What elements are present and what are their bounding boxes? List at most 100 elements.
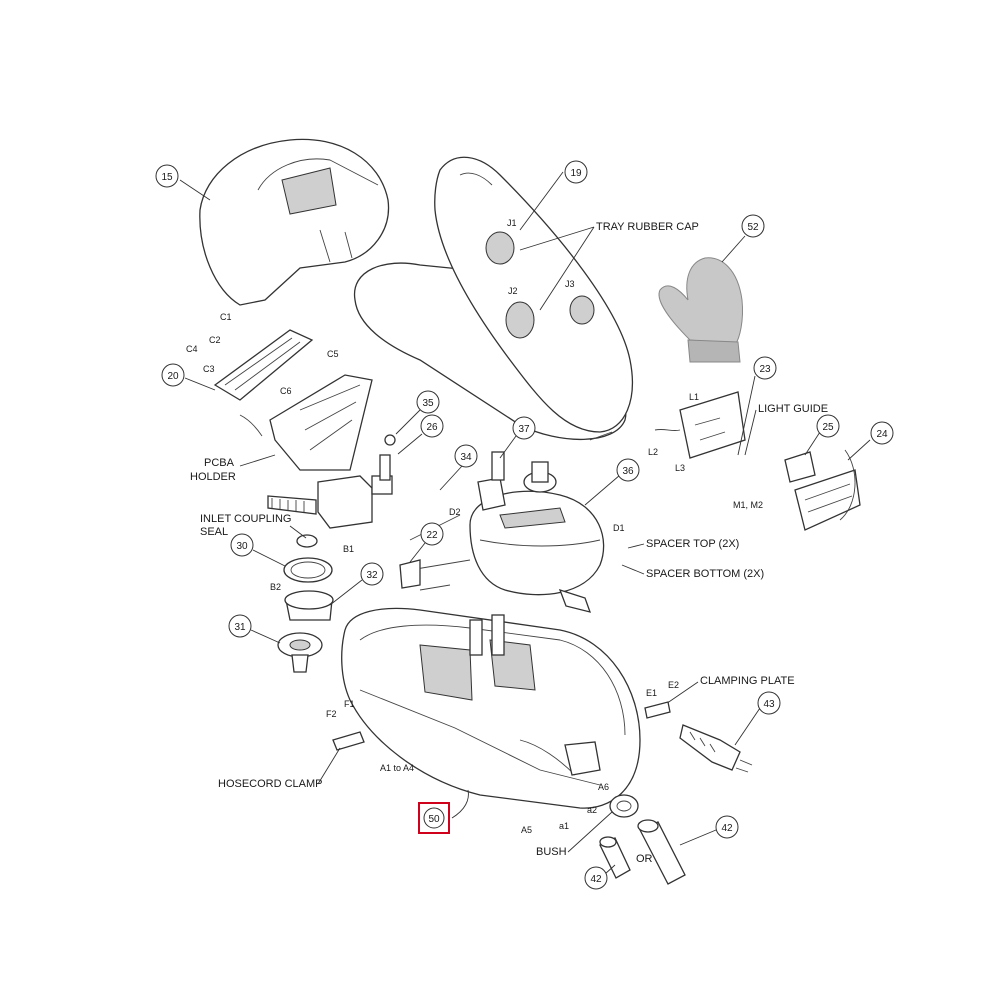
lead-20 [184,377,216,391]
callout-50-text: 50 [428,814,440,825]
screw-d2: D2 [449,507,461,517]
lead-pcba-holder [239,454,276,467]
lead-bush [567,811,613,853]
part-42-hose-end-a [599,836,631,879]
callout-15-text: 15 [161,172,173,183]
callout-43-text: 43 [763,699,775,710]
callout-30 [230,533,254,557]
part-15-top-cover [199,138,390,306]
callout-34-text: 34 [460,452,472,463]
callout-19-text: 19 [570,168,582,179]
lead-32 [329,579,363,606]
part-52-glove [658,257,743,363]
screw-l2: L2 [648,447,658,457]
callout-25-text: 25 [822,422,834,433]
callout-37-text: 37 [518,424,530,435]
lead-inlet-coupling [289,525,307,539]
part-43-power-plug [679,724,753,773]
callout-32 [360,562,384,586]
label-holder: HOLDER [190,471,236,483]
screw-a5: A5 [521,825,532,835]
label-spacer-top: SPACER TOP (2X) [646,538,739,550]
screw-c3: C3 [203,364,215,374]
screw-j3: J3 [565,279,575,289]
hosecord-clamp-part [332,731,365,751]
part-36-boiler [399,451,605,613]
label-seal: SEAL [200,526,228,538]
callout-22 [420,522,444,546]
screw-c4: C4 [186,344,198,354]
part-inlet-coupling [277,534,334,673]
pump-inlet-coil [267,495,317,515]
screw-j2: J2 [508,286,518,296]
screw-a1toa4: A1 to A4 [380,763,414,773]
lead-43 [734,707,761,746]
lead-42a [604,864,616,875]
part-37-valve [477,477,506,511]
screw-c2: C2 [209,335,221,345]
part-pump-assembly [267,434,396,529]
lead-spacer-bottom [621,564,645,575]
pcba-holder [269,374,373,471]
callout-52-text: 52 [747,222,759,233]
screw-a6: A6 [598,782,609,792]
label-light-guide: LIGHT GUIDE [758,403,828,415]
callout-15 [155,164,179,188]
callout-31 [228,614,252,638]
part-19-tray-housing [353,156,634,441]
screw-a1small: a1 [559,821,569,831]
lead-15 [179,179,211,201]
callout-35 [416,390,440,414]
callout-25 [816,414,840,438]
label-tray-rubber-cap: TRAY RUBBER CAP [596,221,699,233]
callout-23 [753,356,777,380]
lead-36 [584,474,621,506]
callout-26-text: 26 [426,422,438,433]
tray-cap-mid [505,301,535,339]
label-pcba: PCBA [204,457,235,469]
callout-43 [757,691,781,715]
part-50-base-housing [341,607,641,809]
lead-19 [519,171,564,231]
callout-30-text: 30 [236,541,248,552]
callout-20 [161,363,185,387]
part-bush [609,794,639,818]
part-42-hose-end-b [637,819,686,885]
tray-cap-right [569,295,595,325]
callout-26 [420,414,444,438]
lead-light-guide [744,409,757,456]
screw-c1: C1 [220,312,232,322]
callout-19 [564,160,588,184]
callout-22-text: 22 [426,530,438,541]
screw-a2small: a2 [587,805,597,815]
lead-30 [252,549,286,567]
screw-b1: B1 [343,544,354,554]
part-22-bracket [399,559,421,589]
screw-l1: L1 [689,392,699,402]
callout-42b-text: 42 [721,823,733,834]
callout-50-highlight-box [418,802,450,834]
screw-e1: E1 [646,688,657,698]
screw-f2: F2 [326,709,337,719]
part-23-small-pcb [654,391,746,459]
label-inlet-coupling: INLET COUPLING [200,513,292,525]
callout-24 [870,421,894,445]
lead-50 [451,789,469,819]
lead-35 [395,409,421,435]
lead-37 [499,435,517,459]
label-bush: BUSH [536,846,567,858]
lead-24 [847,439,871,461]
screw-m1m2: M1, M2 [733,500,763,510]
label-spacer-bottom: SPACER BOTTOM (2X) [646,568,764,580]
screw-d1: D1 [613,523,625,533]
callout-36 [616,458,640,482]
lead-52 [721,235,746,263]
part-24-25-display [784,449,861,531]
lead-34 [439,465,463,491]
callout-34 [454,444,478,468]
screw-f1: F1 [344,699,355,709]
clamping-plate [644,701,671,719]
callout-31-text: 31 [234,622,246,633]
label-clamping-plate: CLAMPING PLATE [700,675,795,687]
